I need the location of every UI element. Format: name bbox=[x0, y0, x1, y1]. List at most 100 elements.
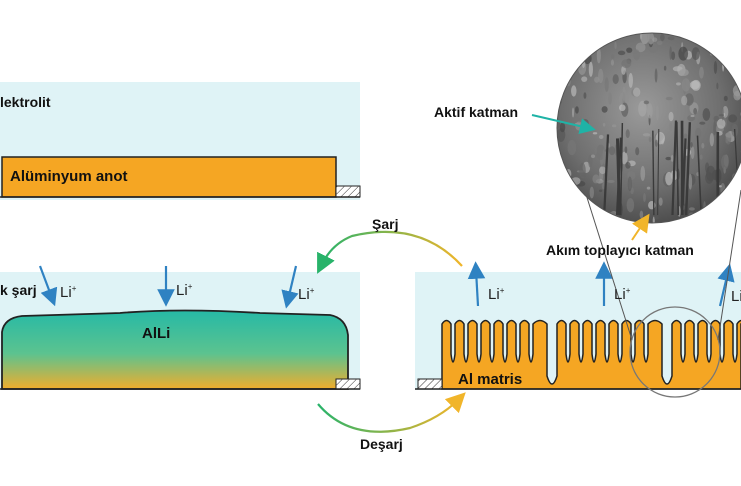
sem-texture-speck bbox=[668, 111, 674, 122]
sem-texture-speck bbox=[684, 93, 694, 106]
sem-texture-speck bbox=[689, 33, 694, 38]
al-matrix-label: Al matris bbox=[458, 371, 523, 388]
sem-texture-speck bbox=[678, 68, 689, 77]
sem-texture-speck bbox=[592, 132, 598, 135]
sem-texture-speck bbox=[660, 34, 665, 42]
sem-texture-streak bbox=[619, 122, 624, 216]
li-ion-label: Li+ bbox=[614, 286, 631, 303]
li-ion-label: Li+ bbox=[176, 282, 193, 299]
sem-texture-speck bbox=[559, 35, 570, 45]
sem-texture-speck bbox=[663, 65, 667, 71]
sem-texture-speck bbox=[571, 52, 577, 68]
sem-texture-speck bbox=[626, 198, 635, 213]
sem-texture-speck bbox=[598, 189, 603, 193]
sem-texture-speck bbox=[611, 54, 615, 59]
hatch-left bbox=[336, 379, 360, 389]
sem-texture-speck bbox=[730, 60, 734, 70]
electrolyte-label: lektrolit bbox=[0, 94, 51, 110]
sem-texture-speck bbox=[723, 95, 728, 102]
sem-texture-speck bbox=[576, 34, 585, 38]
zoom-circle bbox=[629, 306, 721, 398]
sem-border bbox=[556, 32, 741, 224]
sem-texture-speck bbox=[643, 193, 646, 202]
sem-texture-speck bbox=[588, 61, 593, 77]
sem-texture-streak bbox=[657, 129, 660, 216]
sem-texture-speck bbox=[654, 215, 659, 220]
sem-texture-speck bbox=[633, 49, 640, 61]
sem-texture-speck bbox=[642, 133, 651, 137]
sem-texture-speck bbox=[607, 179, 615, 183]
sem-texture-speck bbox=[567, 139, 577, 156]
sem-texture-speck bbox=[604, 77, 609, 92]
li-arrow-down-1 bbox=[38, 265, 58, 307]
sem-texture-speck bbox=[584, 47, 592, 55]
sem-texture-speck bbox=[592, 174, 600, 184]
sem-texture-speck bbox=[716, 82, 719, 90]
sem-texture-speck bbox=[584, 33, 592, 35]
sem-texture-speck bbox=[676, 82, 681, 86]
sem-texture-speck bbox=[626, 47, 633, 53]
sem-texture-speck bbox=[581, 76, 588, 83]
sem-texture-speck bbox=[610, 59, 615, 66]
sem-texture-speck bbox=[585, 34, 596, 51]
sem-texture-speck bbox=[736, 45, 741, 61]
sem-texture-speck bbox=[734, 183, 740, 188]
sem-texture-speck bbox=[633, 87, 641, 97]
sem-texture-speck bbox=[691, 47, 700, 61]
sem-texture-speck bbox=[640, 165, 646, 181]
sem-texture-speck bbox=[587, 40, 597, 45]
sem-texture-speck bbox=[646, 103, 653, 119]
zoom-line-right bbox=[717, 189, 741, 341]
sem-texture-speck bbox=[721, 154, 729, 170]
sem-texture-speck bbox=[618, 92, 629, 106]
sem-texture-speck bbox=[713, 120, 717, 136]
sem-texture-speck bbox=[590, 154, 596, 159]
sem-texture-speck bbox=[575, 106, 579, 114]
sem-texture-speck bbox=[635, 42, 646, 53]
sem-texture-speck bbox=[656, 40, 663, 46]
sem-texture-speck bbox=[581, 174, 586, 177]
sem-texture-streak bbox=[684, 122, 692, 216]
sem-texture-streak bbox=[652, 130, 655, 216]
sem-texture-speck bbox=[693, 107, 698, 115]
sem-texture-speck bbox=[602, 122, 606, 127]
sem-texture-speck bbox=[628, 72, 633, 88]
al-matrix-layer bbox=[441, 319, 741, 390]
charge-label: Şarj bbox=[372, 216, 399, 232]
sem-texture-speck bbox=[594, 147, 598, 155]
sem-texture-speck bbox=[573, 52, 576, 65]
alli-label: AlLi bbox=[142, 325, 171, 342]
sem-texture-streak bbox=[671, 120, 678, 216]
sem-texture-speck bbox=[558, 74, 568, 77]
sem-texture-speck bbox=[638, 100, 647, 117]
sem-texture-speck bbox=[670, 155, 674, 162]
sem-texture-speck bbox=[612, 74, 619, 85]
sem-texture-speck bbox=[646, 186, 651, 190]
sem-texture-speck bbox=[608, 33, 614, 40]
sem-texture-speck bbox=[575, 33, 579, 43]
sem-texture-speck bbox=[608, 146, 616, 156]
sem-texture-speck bbox=[572, 117, 581, 121]
sem-texture-speck bbox=[619, 104, 626, 112]
sem-texture-speck bbox=[713, 61, 718, 74]
sem-texture-speck bbox=[562, 176, 569, 182]
alli-layer bbox=[1, 309, 349, 390]
sem-texture-speck bbox=[621, 65, 626, 75]
sem-texture-speck bbox=[621, 59, 632, 69]
sem-texture-speck bbox=[601, 106, 608, 113]
sem-texture-speck bbox=[669, 122, 673, 132]
sem-texture-speck bbox=[601, 182, 605, 190]
aluminum-anode-label: Alüminyum anot bbox=[10, 168, 128, 185]
li-arrow-down-3 bbox=[281, 265, 299, 309]
sem-texture-speck bbox=[707, 167, 710, 179]
active-layer-pointer bbox=[531, 114, 596, 134]
sem-texture-speck bbox=[705, 217, 709, 223]
sem-texture-speck bbox=[709, 133, 715, 147]
sem-texture-streak bbox=[615, 138, 622, 216]
sem-texture-speck bbox=[655, 105, 659, 121]
sem-texture-speck bbox=[727, 49, 735, 61]
sem-texture-speck bbox=[716, 118, 726, 129]
sem-texture-speck bbox=[571, 85, 577, 97]
hatch-top bbox=[336, 186, 360, 197]
hatch-right bbox=[418, 379, 442, 389]
